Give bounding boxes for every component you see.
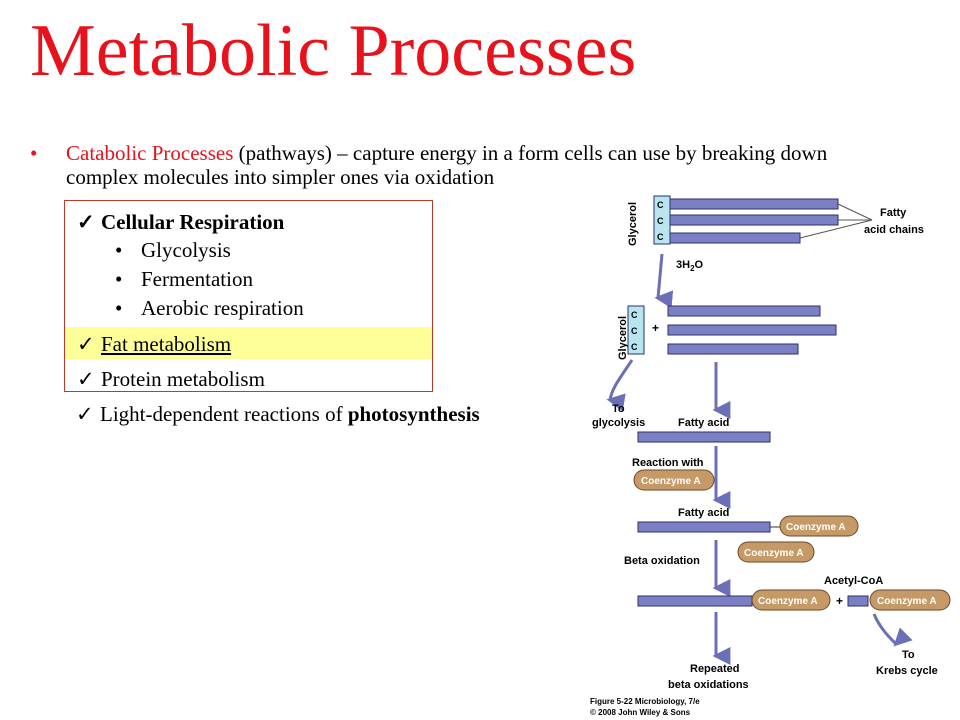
item-glycolysis: • Glycolysis: [115, 238, 231, 262]
check-icon: ✓: [77, 210, 95, 234]
plus-sign: +: [652, 321, 659, 335]
carbon-label: C: [657, 200, 664, 210]
coenzyme-a-pill-4: [751, 589, 831, 611]
catabolic-term: Catabolic Processes: [66, 141, 234, 165]
item-light-dependent: ✓Light-dependent reactions of photosynth…: [76, 402, 480, 426]
item-label: Light-dependent reactions of: [100, 402, 348, 426]
item-label: Glycolysis: [141, 238, 231, 262]
carbon-label: C: [631, 326, 638, 336]
item-fermentation: • Fermentation: [115, 267, 253, 291]
item-label: Fermentation: [141, 267, 253, 291]
check-icon: ✓: [77, 367, 95, 391]
coenzyme-a-label-5: Coenzyme A: [877, 596, 937, 607]
fatty-acid-chains-top: [669, 198, 839, 244]
fatty-acid-chains-label: Fatty: [880, 207, 907, 219]
beta-oxidation-label: Beta oxidation: [624, 555, 700, 567]
slide-title: Metabolic Processes: [30, 10, 637, 92]
fat-metabolism-link[interactable]: Fat metabolism: [101, 332, 232, 356]
fatty-acid-chain: [637, 431, 771, 443]
coenzyme-a-pill-3: [737, 541, 815, 563]
glycerol-label-top: Glycerol: [627, 202, 639, 246]
check-icon: ✓: [76, 402, 94, 426]
fatty-acid-label-2: Fatty acid: [678, 507, 729, 519]
carbon-label: C: [631, 310, 638, 320]
glycerol-box: [627, 305, 645, 355]
item-label: Aerobic respiration: [141, 296, 304, 320]
main-bullet: • Catabolic Processes (pathways) – captu…: [30, 141, 850, 189]
figure-copyright: © 2008 John Wiley & Sons: [590, 708, 691, 717]
fatty-acids-free: [667, 305, 837, 355]
plus-sign-2: +: [836, 594, 843, 608]
coenzyme-a-label-4: Coenzyme A: [758, 596, 818, 607]
fatty-acid-chains-label-2: acid chains: [864, 224, 924, 236]
to-glycolysis-label-2: glycolysis: [592, 417, 645, 429]
acetyl-segment: [847, 595, 869, 607]
coenzyme-a-pill: [633, 469, 715, 491]
bullet-dot: •: [115, 238, 123, 262]
coenzyme-a-label: Coenzyme A: [641, 476, 701, 487]
coenzyme-a-pill-5: [869, 589, 951, 611]
arrow: [872, 613, 913, 647]
item-label: Protein metabolism: [101, 367, 265, 391]
fatty-acid-label: Fatty acid: [678, 417, 729, 429]
bracket-line: [799, 203, 873, 239]
bullet-dot: •: [115, 296, 123, 320]
reaction-with-label: Reaction with: [632, 457, 704, 469]
check-icon: ✓: [77, 332, 95, 356]
carbon-label: C: [631, 342, 638, 352]
coenzyme-a-label-2: Coenzyme A: [786, 522, 846, 533]
fatty-acid-chain-2: [637, 521, 771, 533]
item-label: Cellular Respiration: [101, 210, 285, 234]
carbon-label: C: [657, 216, 664, 226]
bullet-dot: •: [115, 267, 123, 291]
highlight-box: ✓Cellular Respiration •Glycolysis •Ferme…: [64, 200, 433, 392]
item-protein-metabolism: ✓Protein metabolism: [77, 367, 265, 391]
figure-caption: Figure 5-22 Microbiology, 7/e: [590, 697, 700, 706]
arrow: [606, 359, 634, 412]
to-krebs-label-2: Krebs cycle: [876, 665, 938, 677]
bullet-dot: •: [30, 141, 38, 165]
to-glycolysis-label: To: [612, 403, 625, 415]
coenzyme-a-pill-2: [779, 515, 859, 537]
acetyl-coa-label: Acetyl-CoA: [824, 575, 883, 587]
carbon-label: C: [657, 232, 664, 242]
to-krebs-label: To: [902, 649, 915, 661]
glycerol-label: Glycerol: [617, 316, 629, 360]
fat-metabolism-highlight: [65, 327, 432, 359]
repeated-label-2: beta oxidations: [668, 679, 749, 691]
photosynthesis-term: photosynthesis: [347, 402, 480, 426]
catabolic-definition: (pathways) – capture energy in a form ce…: [66, 141, 828, 189]
item-aerobic-respiration: • Aerobic respiration: [115, 296, 304, 320]
repeated-label: Repeated: [690, 663, 740, 675]
fatty-acid-chain-3: [637, 595, 753, 607]
item-cellular-respiration: ✓Cellular Respiration: [77, 210, 284, 234]
item-fat-metabolism[interactable]: ✓Fat metabolism: [77, 332, 231, 356]
water-label: 3H2O: [676, 259, 704, 273]
coenzyme-a-label-3: Coenzyme A: [744, 548, 804, 559]
arrow: [654, 253, 674, 309]
